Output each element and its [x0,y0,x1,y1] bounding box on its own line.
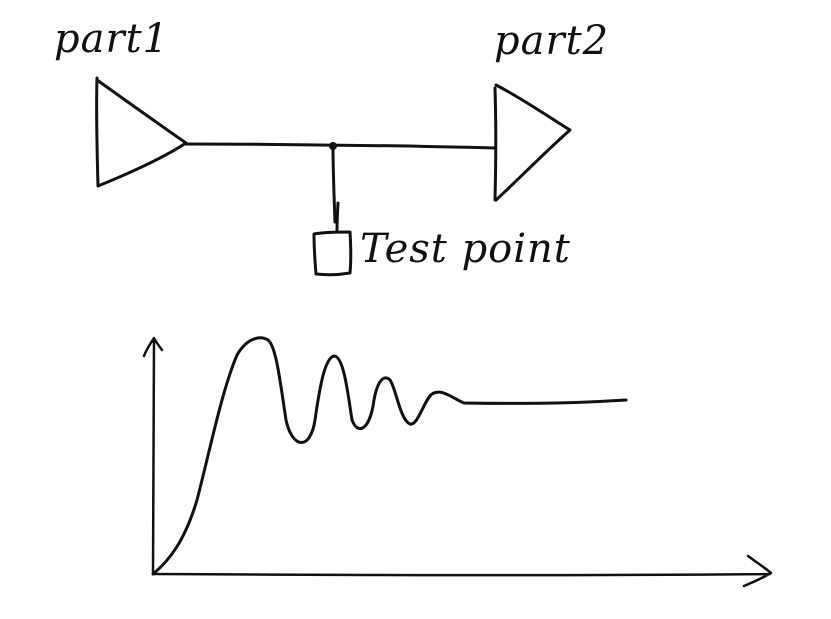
waveform-x-axis [151,554,773,588]
signal-wire [184,142,496,150]
part1-buffer-symbol [95,76,188,188]
part2-label: part2 [494,18,609,64]
part1-label: part1 [54,16,169,62]
test-point-pad-symbol [312,201,353,277]
waveform-y-axis [142,336,164,576]
ringing-waveform [151,336,628,576]
test-point-stub [331,144,337,224]
part2-buffer-symbol [493,83,572,202]
test-point-label: Test point [360,226,571,272]
